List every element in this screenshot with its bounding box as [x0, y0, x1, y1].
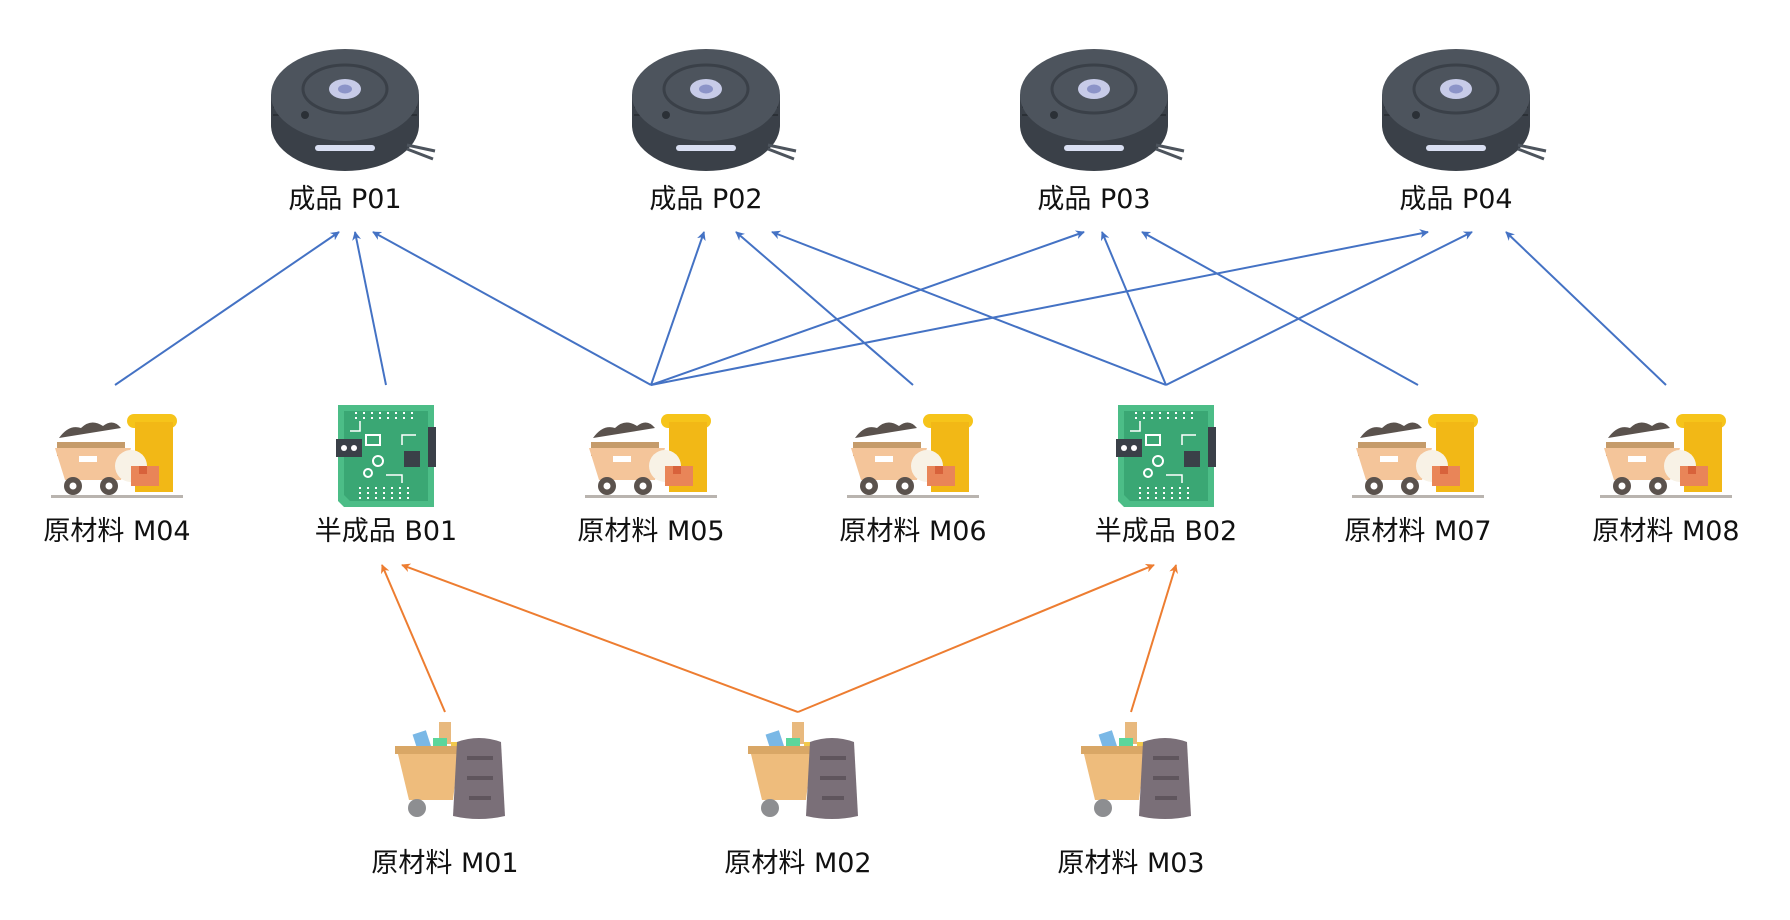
robot-vacuum-icon	[1018, 47, 1186, 173]
edge-m05-to-p01	[372, 231, 652, 386]
edge-m05-to-p04	[650, 229, 1429, 386]
mine-cart-icon	[847, 414, 979, 498]
circuit-board-icon	[1115, 404, 1217, 508]
edge-m08-to-p04	[1505, 231, 1667, 386]
circuit-board-icon	[335, 404, 437, 508]
edge-m02-to-b01	[401, 563, 799, 713]
material-cart-icon	[393, 720, 507, 821]
edge-m06-to-p02	[735, 231, 914, 386]
node-label-m04: 原材料 M04	[43, 516, 190, 547]
node-layer: 成品 P01 成品 P02 成品 P03 成品 P04 原材料 M04 半成品 B01 原材…	[43, 47, 1740, 879]
node-label-b01: 半成品 B01	[315, 516, 457, 547]
robot-vacuum-icon	[630, 47, 798, 173]
edge-layer	[114, 229, 1667, 713]
node-m05[interactable]: 原材料 M05	[577, 414, 725, 547]
node-m02[interactable]: 原材料 M02	[724, 720, 872, 879]
edge-b01-to-p01	[352, 231, 387, 386]
node-m04[interactable]: 原材料 M04	[43, 414, 191, 547]
node-m07[interactable]: 原材料 M07	[1344, 414, 1492, 547]
node-p04[interactable]: 成品 P04	[1380, 47, 1548, 215]
node-label-m03: 原材料 M03	[1057, 848, 1204, 879]
edge-m04-to-p01	[114, 231, 340, 386]
node-label-m05: 原材料 M05	[577, 516, 724, 547]
robot-vacuum-icon	[269, 47, 437, 173]
node-b02[interactable]: 半成品 B02	[1095, 404, 1237, 547]
node-label-p01: 成品 P01	[288, 184, 401, 215]
edge-b02-to-p04	[1165, 231, 1473, 386]
node-m03[interactable]: 原材料 M03	[1057, 720, 1205, 879]
node-label-p03: 成品 P03	[1037, 184, 1150, 215]
material-cart-icon	[1079, 720, 1193, 821]
edge-m07-to-p03	[1141, 231, 1419, 386]
node-p01[interactable]: 成品 P01	[269, 47, 437, 215]
node-label-m07: 原材料 M07	[1344, 516, 1491, 547]
robot-vacuum-icon	[1380, 47, 1548, 173]
node-label-m01: 原材料 M01	[371, 848, 518, 879]
node-label-m08: 原材料 M08	[1592, 516, 1739, 547]
material-cart-icon	[746, 720, 860, 821]
edge-b02-to-p03	[1100, 231, 1167, 386]
edge-b02-to-p02	[771, 230, 1167, 386]
node-m08[interactable]: 原材料 M08	[1592, 414, 1740, 547]
edge-m03-to-b02	[1130, 564, 1178, 713]
mine-cart-icon	[1600, 414, 1732, 498]
node-b01[interactable]: 半成品 B01	[315, 404, 457, 547]
node-label-b02: 半成品 B02	[1095, 516, 1237, 547]
node-label-p02: 成品 P02	[649, 184, 762, 215]
edge-m05-to-p03	[650, 230, 1085, 386]
node-m01[interactable]: 原材料 M01	[371, 720, 519, 879]
node-label-m02: 原材料 M02	[724, 848, 871, 879]
mine-cart-icon	[585, 414, 717, 498]
mine-cart-icon	[51, 414, 183, 498]
mine-cart-icon	[1352, 414, 1484, 498]
edge-m01-to-b01	[381, 564, 446, 713]
node-p03[interactable]: 成品 P03	[1018, 47, 1186, 215]
node-label-p04: 成品 P04	[1399, 184, 1512, 215]
node-p02[interactable]: 成品 P02	[630, 47, 798, 215]
node-m06[interactable]: 原材料 M06	[839, 414, 987, 547]
edge-m05-to-p02	[650, 231, 706, 386]
edge-m02-to-b02	[797, 563, 1155, 713]
node-label-m06: 原材料 M06	[839, 516, 986, 547]
